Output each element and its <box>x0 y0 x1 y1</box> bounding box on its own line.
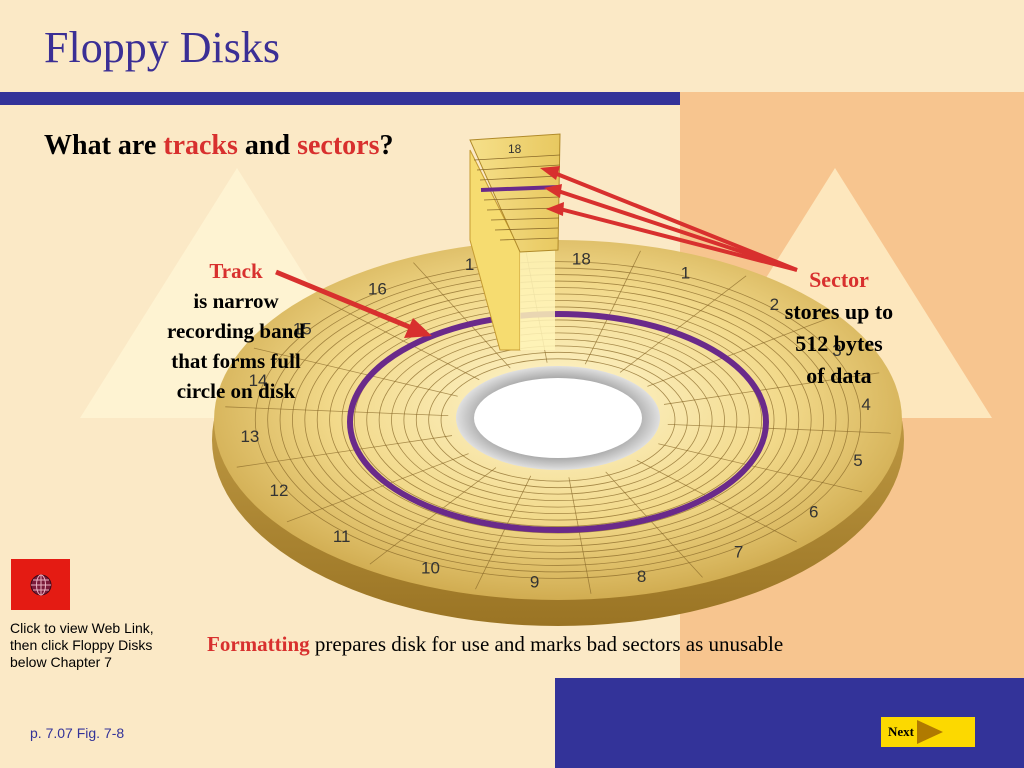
disk-sector-number: 10 <box>421 559 440 578</box>
disk-sector-number: 5 <box>853 451 862 470</box>
disk-sector-line <box>225 406 449 417</box>
next-arrow-icon <box>917 720 943 744</box>
disk-sector-line <box>619 275 747 373</box>
track-arrow <box>275 269 432 338</box>
disk-sector-line <box>286 453 469 523</box>
web-link-instructions: Click to view Web Link, then click Flopp… <box>10 620 170 671</box>
disk-track-line <box>428 351 688 489</box>
disk-sector-number: 12 <box>270 481 289 500</box>
question-sectors-term: sectors <box>297 130 380 161</box>
disk-track-line <box>366 319 750 521</box>
disk-track-line <box>415 345 701 495</box>
track-caption-heading: Track <box>209 259 263 283</box>
disk-sector-line <box>647 317 830 387</box>
formatting-statement: Formatting prepares disk for use and mar… <box>207 632 783 657</box>
disk-sector-line <box>667 423 891 434</box>
sector-caption-line: stores up to <box>784 299 894 324</box>
disk-sector-line <box>253 347 458 397</box>
lifted-sector-highlight-track <box>480 185 560 192</box>
web-link-button[interactable] <box>11 559 70 610</box>
formatting-term: Formatting <box>207 632 310 656</box>
disk-track-line <box>292 280 824 560</box>
disk-sector-number: 18 <box>572 249 591 268</box>
sector-arrows <box>551 170 798 272</box>
globe-icon <box>30 574 51 595</box>
disk-sector-line <box>584 250 641 365</box>
disk-hub-hole <box>474 378 642 458</box>
title-underline-bar <box>0 92 680 105</box>
question-prefix: What are <box>44 130 164 161</box>
page-reference: p. 7.07 Fig. 7-8 <box>30 725 125 741</box>
disk-sector-line <box>636 459 797 543</box>
disk-sector-number: 7 <box>734 543 743 562</box>
question-heading: What are tracks and sectors? <box>44 130 393 162</box>
disk-track-line <box>254 261 862 579</box>
disk-sector-number: 8 <box>637 567 646 586</box>
disk-sector-number: 1 <box>681 263 690 282</box>
track-caption-line: is narrow <box>193 289 279 313</box>
sector-arrowhead-3 <box>546 202 564 216</box>
disk-sector-line <box>658 443 863 493</box>
disk-sector-number: 16 <box>368 279 387 298</box>
track-caption-line: that forms full <box>171 349 301 373</box>
disk-sector-line <box>413 262 511 369</box>
disk-sector-line <box>568 477 592 594</box>
disk-track-line <box>304 287 812 553</box>
formatting-rest: prepares disk for use and marks bad sect… <box>309 632 784 656</box>
disk-track-line <box>279 274 837 566</box>
disk-sector-line <box>475 475 532 590</box>
disk-sector-number: 15 <box>293 320 312 339</box>
disk-track-line <box>316 293 800 547</box>
disk-sector-number: 9 <box>530 573 539 592</box>
disk-sector-line <box>663 372 880 405</box>
disk-sector-number: 4 <box>861 395 870 414</box>
question-suffix: ? <box>379 130 394 161</box>
disk-sector-number: 14 <box>249 371 268 390</box>
disk-track-line <box>378 325 738 514</box>
sector-arrowhead-1 <box>540 166 560 180</box>
disk-sector-line <box>236 435 453 468</box>
web-link-line: below Chapter 7 <box>10 654 112 670</box>
track-caption: Track is narrow recording band that form… <box>138 256 334 406</box>
disk-track-line <box>403 338 713 502</box>
disk-track-line <box>341 306 775 534</box>
disk-sector-line <box>369 467 497 565</box>
disk-track-line <box>391 332 725 508</box>
next-label: Next <box>888 724 914 739</box>
disk-sector-number: 6 <box>809 502 818 521</box>
sector-caption-line: of data <box>806 363 872 388</box>
sector-caption-line: 512 bytes <box>795 331 883 356</box>
web-link-line: then click Floppy Disks <box>10 637 153 653</box>
slide-title: Floppy Disks <box>44 23 280 72</box>
disk-sector-line <box>319 297 480 381</box>
track-caption-line: circle on disk <box>176 379 296 403</box>
disk-track-line <box>440 358 676 482</box>
disk-sector-number: 3 <box>832 341 841 360</box>
sector-caption-heading: Sector <box>809 267 869 292</box>
disk-sector-lines <box>225 246 891 594</box>
disk-track-line <box>329 300 787 540</box>
sector-arrowhead-2 <box>544 184 562 198</box>
lifted-sector-wedge <box>469 133 561 253</box>
question-tracks-term: tracks <box>163 130 238 161</box>
disk-sector-number: 11 <box>333 527 351 546</box>
track-caption-line: recording band <box>167 319 305 343</box>
sector-caption: Sector stores up to 512 bytes of data <box>752 264 926 392</box>
lifted-sector-gap <box>520 250 555 350</box>
lifted-sector-number: 18 <box>508 142 522 156</box>
highlighted-track-ring <box>347 311 769 533</box>
disk-track-line <box>267 267 849 573</box>
disk-sector-number: 2 <box>770 295 779 314</box>
question-and: and <box>237 130 298 161</box>
disk-sector-number: 13 <box>240 427 259 446</box>
lifted-sector-tracks <box>473 154 561 241</box>
next-button[interactable]: Next <box>881 717 975 747</box>
disk-sector-line <box>605 471 703 578</box>
web-link-line: Click to view Web Link, <box>10 620 154 636</box>
